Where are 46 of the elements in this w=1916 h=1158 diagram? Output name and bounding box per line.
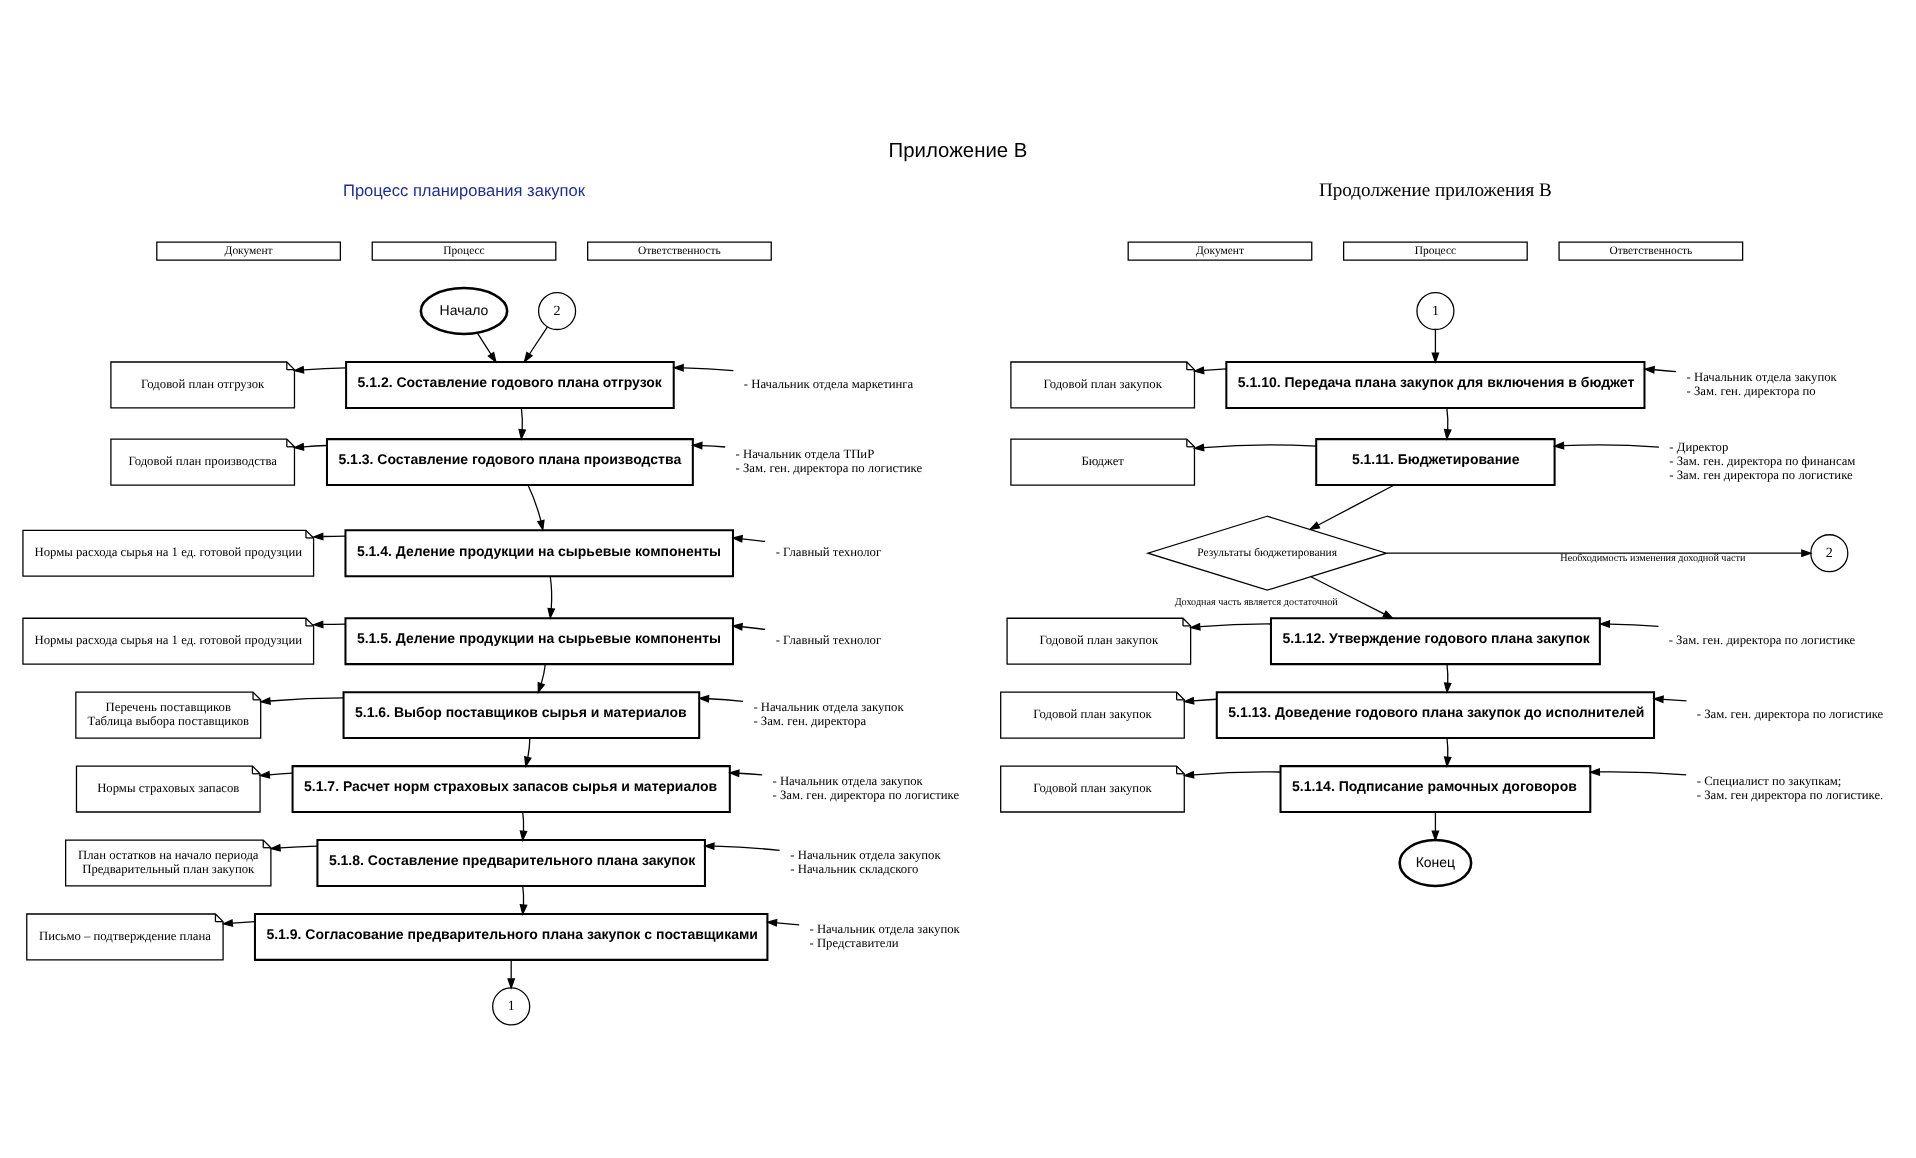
arrow xyxy=(547,574,556,619)
arrow xyxy=(672,362,734,371)
arrow xyxy=(1192,442,1317,451)
arrow xyxy=(258,769,293,778)
arrow xyxy=(312,619,346,628)
arrow xyxy=(697,693,744,702)
arrow xyxy=(476,331,497,363)
arrow xyxy=(1443,662,1452,694)
arrow xyxy=(269,842,318,851)
arrow xyxy=(292,364,347,373)
arrow xyxy=(518,406,527,440)
arrow xyxy=(1189,621,1272,630)
arrow xyxy=(259,695,345,704)
arrow xyxy=(731,533,766,542)
arrow xyxy=(1598,619,1660,628)
label: Продолжение приложения В xyxy=(1319,178,1552,201)
arrow xyxy=(537,662,546,693)
arrow xyxy=(523,325,548,363)
arrow xyxy=(519,810,528,841)
arrow xyxy=(703,841,781,850)
arrow xyxy=(1310,575,1395,618)
arrow xyxy=(731,621,766,630)
arrow xyxy=(1182,769,1281,778)
arrow xyxy=(765,917,800,926)
arrow xyxy=(221,918,256,927)
arrow xyxy=(1308,483,1395,530)
arrow xyxy=(1443,406,1452,440)
arrow xyxy=(1652,694,1688,703)
arrow xyxy=(1431,810,1440,841)
diagram-title: Приложение В xyxy=(888,139,1028,162)
arrow xyxy=(691,440,726,449)
arrow xyxy=(527,483,545,531)
arrow xyxy=(507,958,516,989)
arrow xyxy=(1443,736,1452,768)
arrow xyxy=(519,884,528,915)
arrow xyxy=(728,768,763,777)
arrow xyxy=(292,441,328,450)
arrow xyxy=(1192,365,1227,374)
arrow xyxy=(312,531,346,540)
arrow xyxy=(524,736,532,767)
arrow xyxy=(1552,440,1660,449)
arrow xyxy=(1643,364,1677,373)
arrow xyxy=(1182,695,1218,704)
arrow xyxy=(1386,548,1813,557)
arrow xyxy=(1588,766,1687,775)
arrow xyxy=(1431,327,1440,363)
